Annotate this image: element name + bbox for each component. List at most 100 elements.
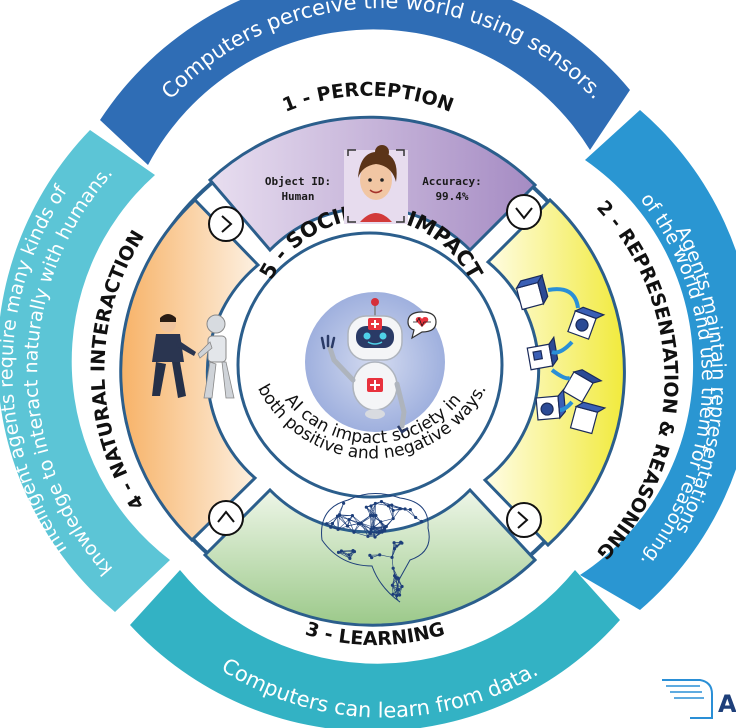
brain-link xyxy=(372,503,376,516)
brain-link xyxy=(337,525,348,530)
brain-link xyxy=(358,523,371,533)
brain-link xyxy=(371,528,385,532)
brain-link xyxy=(396,542,401,547)
accuracy-label: Accuracy: xyxy=(422,175,482,188)
face-icon xyxy=(344,145,408,224)
brain-link xyxy=(326,515,338,524)
chevron-icon xyxy=(506,502,542,538)
brain-link xyxy=(391,545,397,558)
brain-link xyxy=(348,515,353,520)
brain-link xyxy=(337,514,340,530)
brain-link xyxy=(369,554,380,556)
brain-link xyxy=(381,501,392,506)
brain-link xyxy=(371,554,380,558)
brain-link xyxy=(347,523,359,527)
brain-link xyxy=(341,550,351,559)
outer-ring-left xyxy=(0,130,170,612)
brain-link xyxy=(370,505,374,516)
brain-link xyxy=(347,519,350,527)
outer-ring-bottom xyxy=(130,570,620,728)
brain-link xyxy=(367,536,376,538)
brain-link xyxy=(332,514,340,524)
brain-link xyxy=(399,586,403,596)
brain-link xyxy=(397,577,403,587)
brain-link xyxy=(330,523,333,528)
brain-link xyxy=(367,531,383,537)
brain-link xyxy=(394,575,399,579)
brain-link xyxy=(380,521,386,532)
brain-link xyxy=(392,575,395,586)
brain-link xyxy=(372,515,381,523)
brain-link xyxy=(388,505,394,519)
brain-link xyxy=(392,585,400,596)
brain-link xyxy=(379,554,393,558)
brain-link xyxy=(366,503,376,508)
brain-link xyxy=(391,557,394,569)
brain-link xyxy=(391,504,406,510)
logo-text: A xyxy=(718,690,736,718)
logo: A xyxy=(662,679,736,719)
brain-link xyxy=(392,584,403,587)
brain-link xyxy=(373,527,385,532)
brain-link xyxy=(392,577,399,586)
brain-link xyxy=(339,514,348,527)
brain-link xyxy=(392,585,394,595)
brain-link xyxy=(366,507,374,516)
brain-link xyxy=(392,568,395,576)
brain-link xyxy=(388,505,394,511)
arrow-icon xyxy=(547,287,580,412)
brain-link xyxy=(360,522,371,533)
brain-link xyxy=(388,505,401,509)
handshake-icon xyxy=(152,314,235,399)
brain-link xyxy=(338,550,354,553)
brain-link xyxy=(373,521,381,528)
interaction-panel xyxy=(119,197,261,543)
object-id-label: Object ID: xyxy=(265,175,331,188)
brain-link xyxy=(366,507,371,516)
brain-link xyxy=(370,505,377,516)
brain-link xyxy=(348,554,351,559)
chevron-icon xyxy=(506,194,542,230)
brain-link xyxy=(347,515,353,527)
brain-link xyxy=(392,586,403,595)
brain-link xyxy=(353,523,359,533)
outer-ring-top xyxy=(100,0,630,165)
brain-link xyxy=(370,527,374,530)
brain-link xyxy=(352,515,359,524)
learning-panel xyxy=(202,487,538,627)
brain-link xyxy=(348,550,354,556)
brain-link xyxy=(369,555,372,558)
brain-link xyxy=(405,508,411,510)
brain-link xyxy=(332,523,339,530)
brain-link xyxy=(326,523,339,530)
brain-link xyxy=(380,518,394,523)
brain-link xyxy=(347,525,355,533)
brain-link xyxy=(339,514,353,516)
brain-link xyxy=(410,509,416,518)
outer-ring-right xyxy=(580,110,736,610)
brain-link xyxy=(337,516,339,530)
brain-link xyxy=(348,519,359,524)
chevron-icon xyxy=(208,500,244,536)
brain-link xyxy=(349,550,354,559)
brain-link xyxy=(393,542,397,547)
brain-link xyxy=(338,552,351,559)
brain-link xyxy=(396,586,403,596)
brain-link xyxy=(375,501,382,504)
brain-link xyxy=(358,523,372,530)
brain-link xyxy=(373,526,387,528)
brain-link xyxy=(392,568,399,579)
brain-link xyxy=(369,531,383,534)
brain-link xyxy=(348,519,355,533)
brain-link xyxy=(392,584,399,590)
brain-link xyxy=(338,552,350,556)
brain-link xyxy=(337,519,350,530)
brain-link xyxy=(384,526,387,532)
chevron-icon xyxy=(208,206,244,242)
brain-link xyxy=(381,501,389,506)
brain-link xyxy=(392,508,401,519)
brain-icon xyxy=(321,493,430,603)
brain-link xyxy=(415,517,422,522)
